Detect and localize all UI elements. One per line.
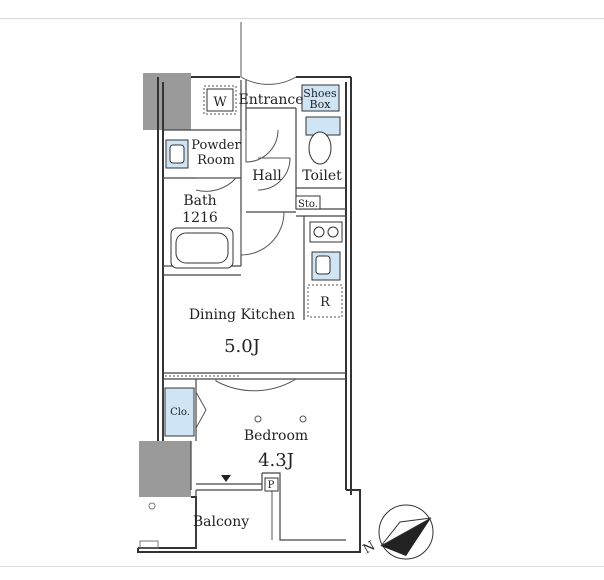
storage-box bbox=[295, 195, 321, 210]
compass-icon bbox=[378, 504, 434, 560]
washer-box bbox=[206, 88, 234, 112]
label-bedroom-size: 4.3J bbox=[258, 450, 294, 471]
label-bath-size: 1216 bbox=[182, 210, 218, 226]
label-closet: Clo. bbox=[170, 407, 190, 418]
ceiling-light-icons bbox=[254, 415, 307, 423]
column-top-left bbox=[143, 73, 191, 130]
label-shoes-box-line1: Shoes bbox=[303, 87, 337, 100]
toilet-bowl bbox=[308, 131, 332, 165]
label-entrance: Entrance bbox=[238, 92, 303, 108]
label-washer: W bbox=[213, 95, 227, 110]
label-bath: Bath bbox=[183, 193, 216, 209]
label-hall: Hall bbox=[252, 168, 282, 184]
label-pipe-space: P bbox=[268, 480, 275, 491]
label-powder-line1: Powder bbox=[191, 138, 241, 153]
top-rule bbox=[0, 18, 604, 19]
label-refrigerator: R bbox=[320, 295, 331, 310]
label-dining-kitchen: Dining Kitchen bbox=[189, 307, 295, 323]
label-powder-line2: Room bbox=[197, 153, 235, 168]
compass-north-label: N bbox=[361, 539, 378, 558]
closet-fill bbox=[164, 387, 195, 437]
bottom-rule bbox=[0, 566, 604, 567]
label-storage: Sto. bbox=[298, 199, 318, 210]
dashed-lines bbox=[165, 85, 343, 377]
door-swings bbox=[195, 22, 297, 540]
balcony-detail bbox=[139, 502, 159, 549]
pipe-space-box bbox=[264, 477, 279, 492]
label-bedroom: Bedroom bbox=[244, 428, 308, 444]
label-shoes-box-line2: Box bbox=[310, 98, 332, 111]
label-toilet: Toilet bbox=[302, 168, 342, 184]
label-dining-kitchen-size: 5.0J bbox=[224, 336, 260, 357]
label-balcony: Balcony bbox=[193, 514, 249, 530]
shoes-box bbox=[301, 84, 340, 112]
entry-arrow-icon bbox=[221, 475, 231, 482]
interior-walls bbox=[162, 80, 347, 548]
column-bottom-left bbox=[139, 441, 191, 497]
room-labels: Entrance W Shoes Box Powder Room Hall To… bbox=[170, 87, 342, 530]
fixtures bbox=[164, 84, 343, 492]
stove bbox=[309, 221, 343, 243]
